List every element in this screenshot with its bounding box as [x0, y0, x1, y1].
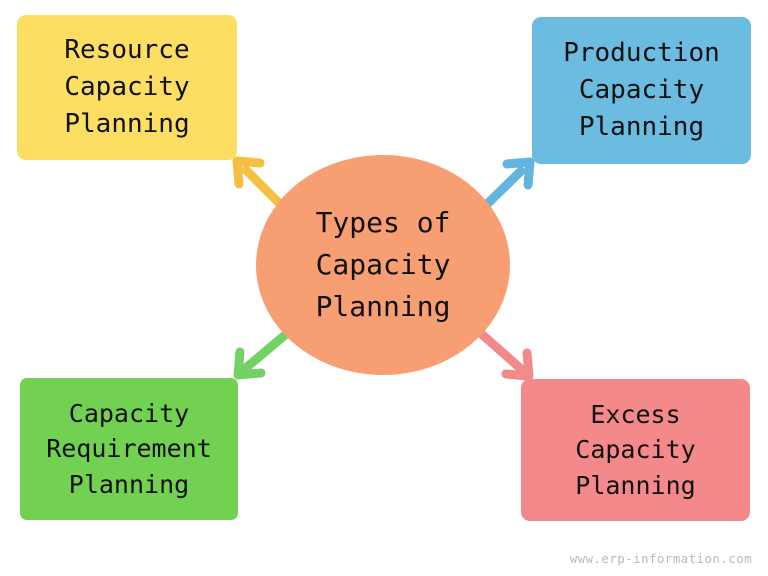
node-label-line: Planning [64, 108, 190, 139]
center-node-types-of-capacity-planning[interactable]: Types of Capacity Planning [256, 155, 510, 375]
node-label-line: Capacity [578, 75, 705, 106]
node-label-line: Capacity [575, 435, 696, 465]
arrow-to-requirement [233, 325, 296, 380]
center-label-line: Planning [315, 290, 451, 323]
center-label-line: Types of [315, 206, 451, 239]
node-label-line: Requirement [46, 434, 212, 464]
node-capacity-requirement-planning[interactable]: Capacity Requirement Planning [20, 378, 238, 520]
node-label-line: Production [563, 38, 720, 69]
node-label-line: Excess [590, 399, 681, 429]
node-label-line: Capacity [68, 398, 190, 428]
node-label-line: Planning [575, 470, 696, 500]
node-resource-capacity-planning[interactable]: Resource Capacity Planning [17, 15, 237, 160]
node-label-line: Planning [578, 111, 705, 142]
node-label-line: Resource [64, 35, 190, 66]
node-production-capacity-planning[interactable]: Production Capacity Planning [532, 17, 751, 164]
watermark-url: www.erp-information.com [569, 551, 752, 566]
center-label-line: Capacity [315, 248, 451, 281]
node-label-line: Capacity [64, 72, 190, 103]
node-excess-capacity-planning[interactable]: Excess Capacity Planning [521, 379, 750, 521]
node-label-line: Planning [68, 469, 190, 499]
arrow-to-excess [472, 325, 534, 381]
